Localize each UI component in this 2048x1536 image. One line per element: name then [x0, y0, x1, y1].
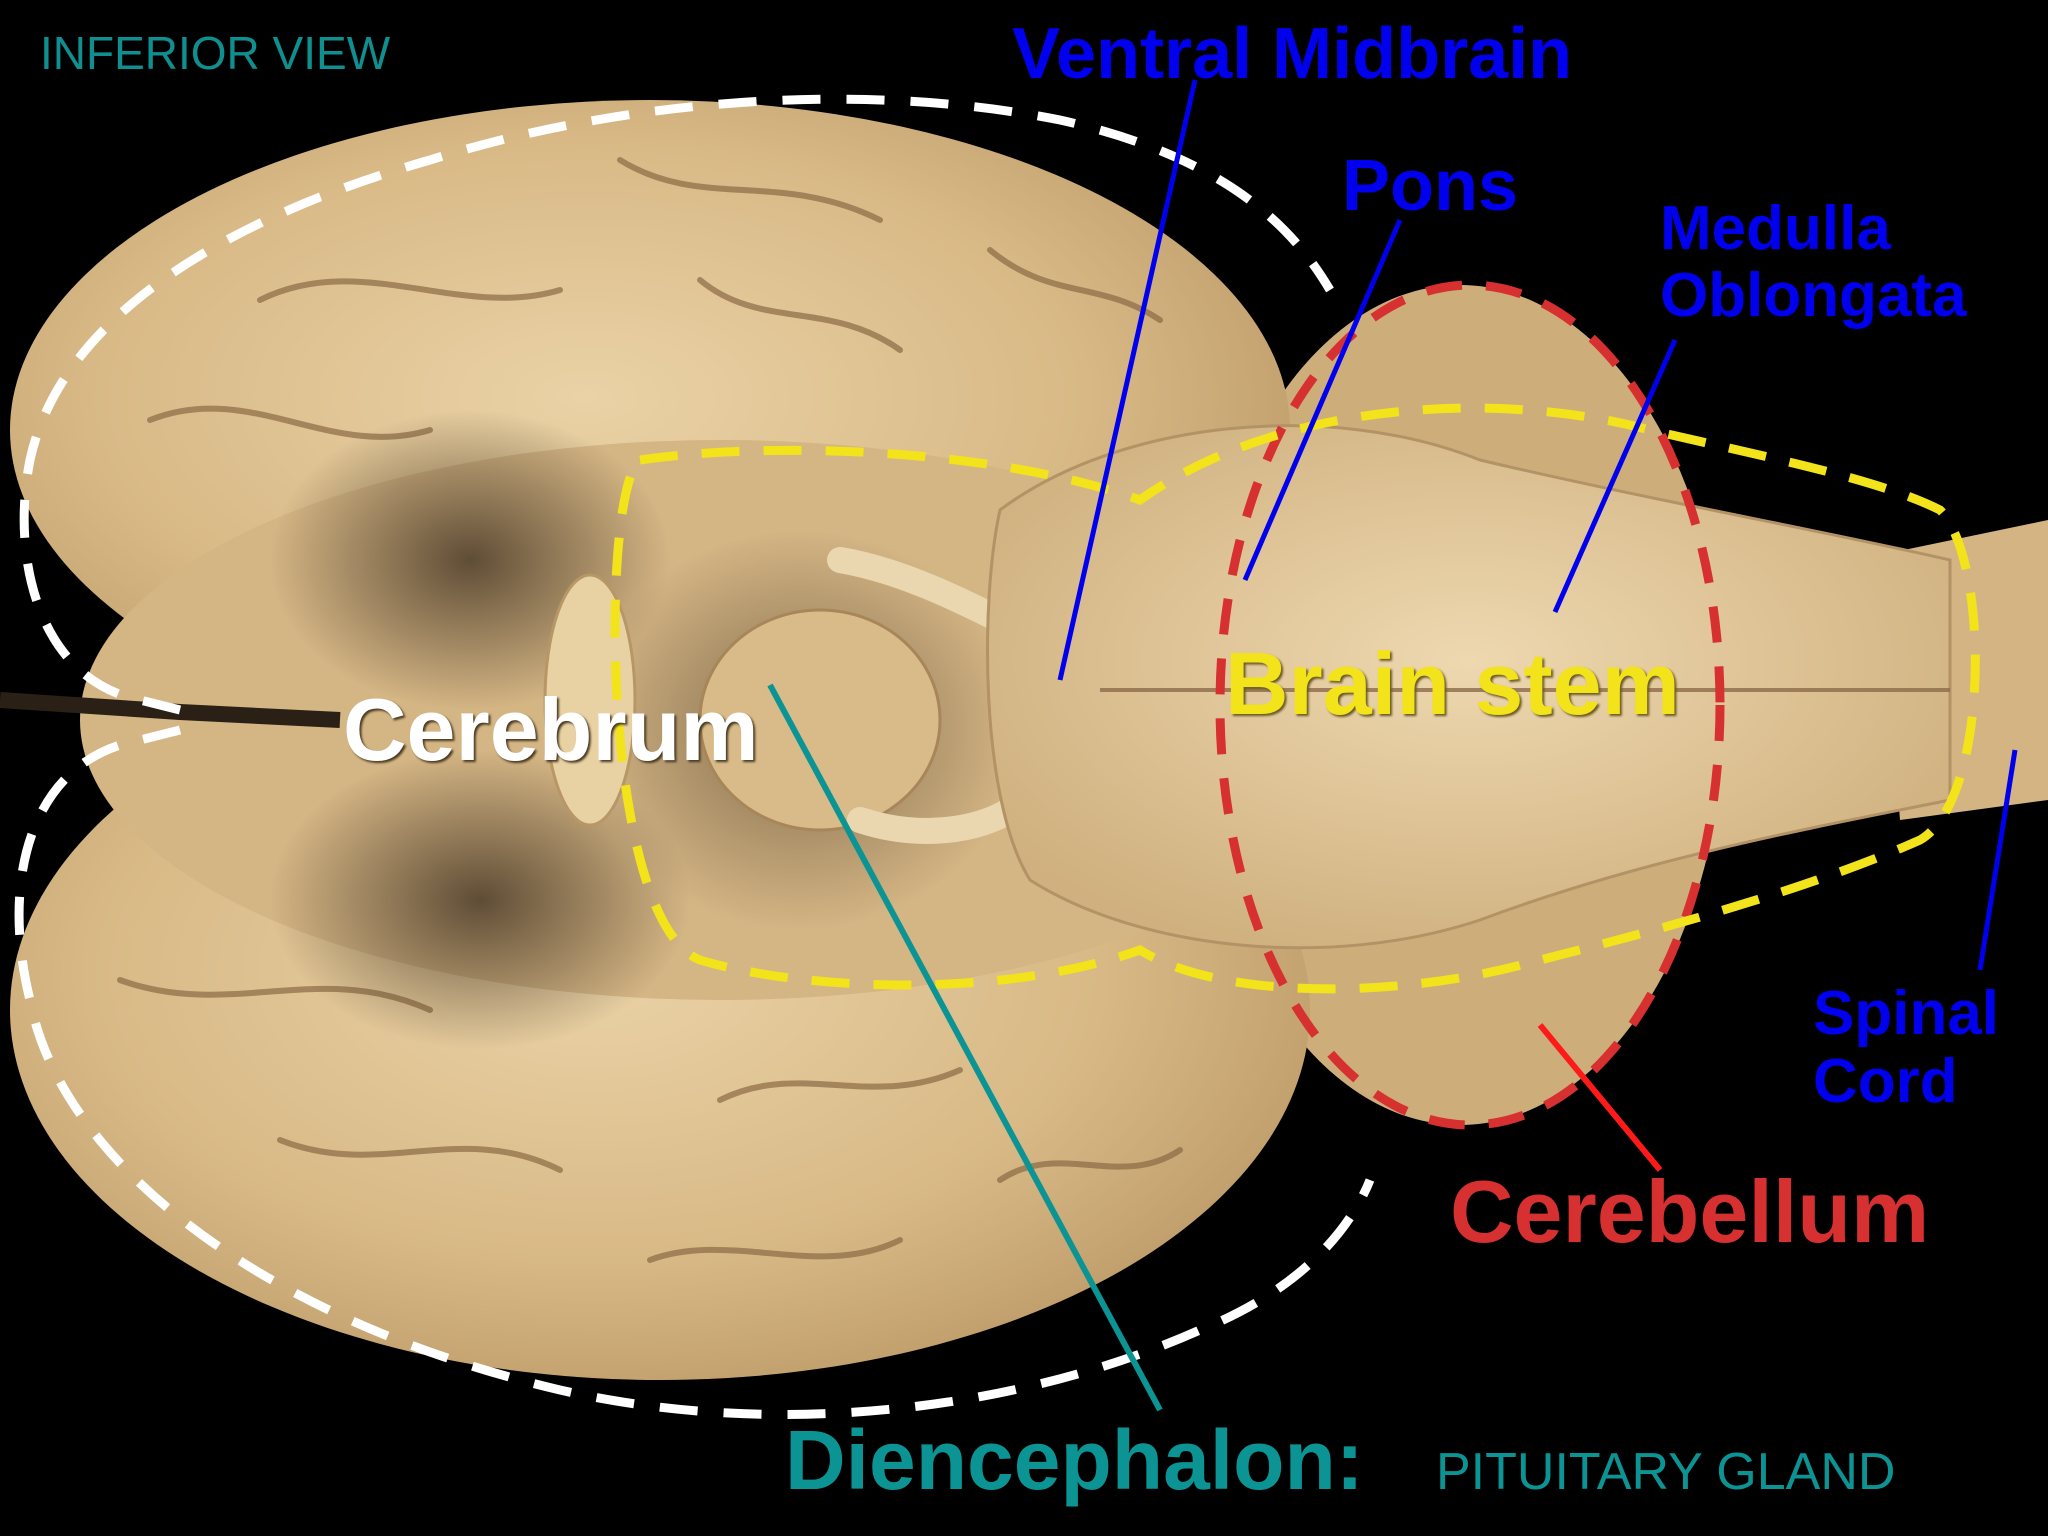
spinal-cord-label: Spinal Cord — [1813, 979, 2000, 1117]
sulci — [117, 157, 1183, 1263]
brain-stem-label: Brain stem — [1225, 634, 1680, 733]
optic-tract-lower — [847, 797, 1023, 844]
pons-pointer — [1242, 219, 1403, 581]
medulla-pointer — [1552, 338, 1678, 614]
medulla-label-line2: Oblongata — [1660, 260, 1967, 330]
cerebrum-outline — [14, 94, 1375, 1419]
ventral-midbrain-pointer — [1057, 79, 1198, 681]
spinal-cord-pointer — [1977, 749, 2018, 971]
optic-tract-upper — [827, 547, 1013, 633]
ventral-midbrain-label: Ventral Midbrain — [1012, 14, 1573, 94]
brain-stem-tissue — [986, 424, 1952, 950]
optic-chiasm — [543, 573, 637, 827]
spinal-label-line2: Cord — [1813, 1047, 1958, 1117]
pituitary-gland-label: PITUITARY GLAND — [1436, 1443, 1896, 1501]
brain-stem-outline — [610, 403, 1980, 994]
cerebellum-label: Cerebellum — [1450, 1162, 1930, 1261]
cerebellum-outline — [1215, 280, 1725, 1130]
cerebrum-label: Cerebrum — [343, 680, 759, 779]
cerebellum-pointer — [1537, 1023, 1663, 1172]
pituitary-area — [698, 608, 942, 832]
view-label: INFERIOR VIEW — [40, 27, 391, 79]
longitudinal-fissure — [0, 692, 341, 728]
diencephalon-pointer — [767, 683, 1163, 1412]
pons-label: Pons — [1342, 146, 1519, 226]
medulla-label-line1: Medulla — [1660, 194, 1891, 263]
medulla-oblongata-label: Medulla Oblongata — [1660, 194, 1967, 330]
spinal-label-line1: Spinal — [1813, 979, 2000, 1048]
diencephalon-label: Diencephalon: — [785, 1413, 1364, 1507]
